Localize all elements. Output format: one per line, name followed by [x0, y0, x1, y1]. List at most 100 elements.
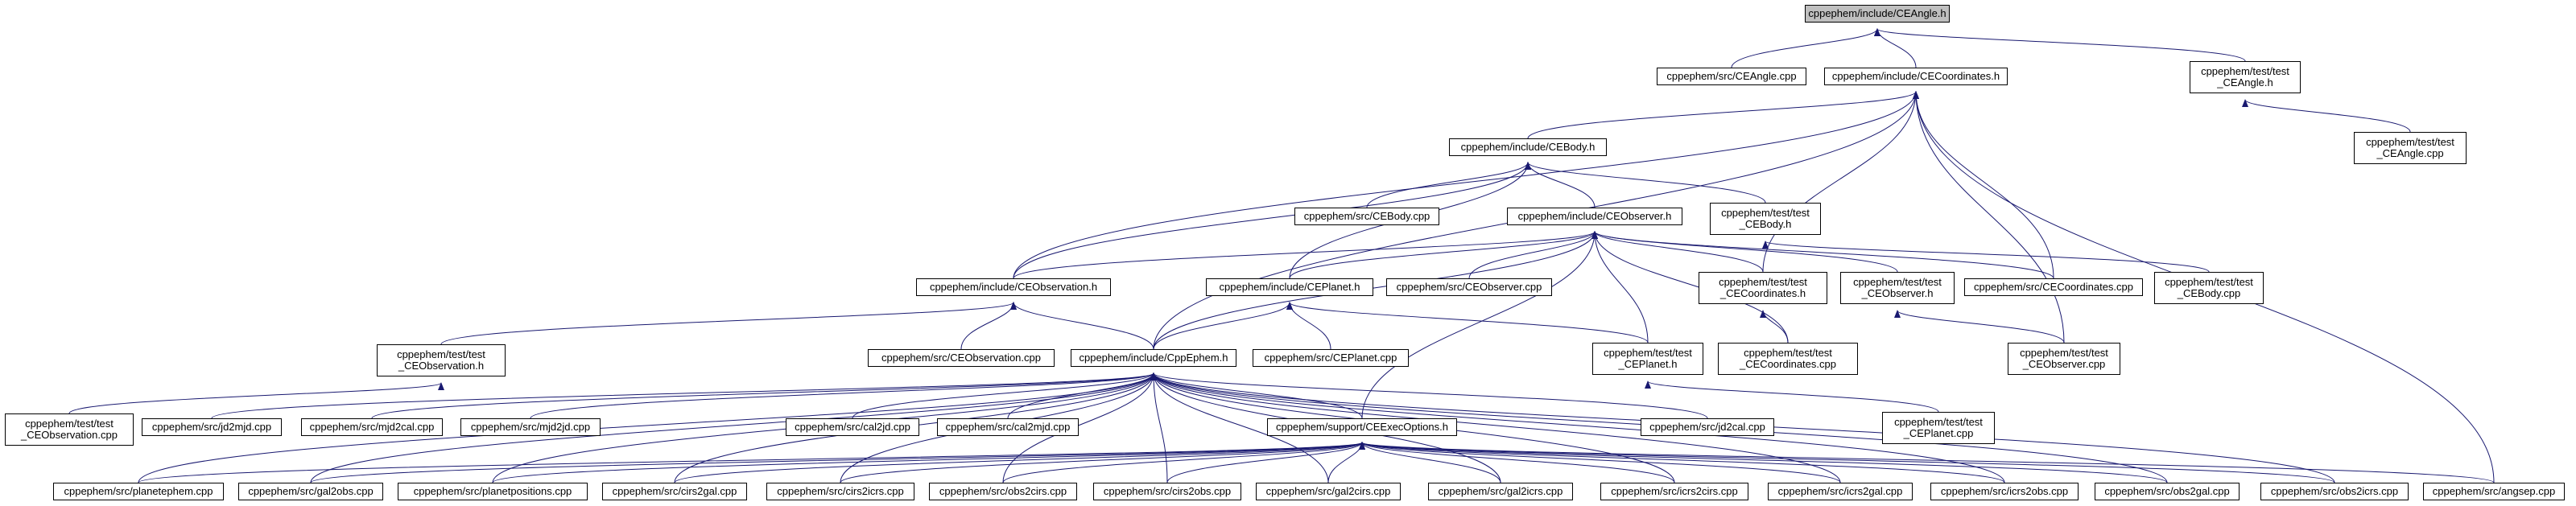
edge-n_test_ceobservation_h-to-n_test_ceobservation_cpp — [68, 382, 444, 414]
node-obs2cirs-cpp[interactable]: cppephem/src/obs2cirs.cpp — [929, 483, 1077, 500]
edge-n_ceexec_h-to-n_gal2icrs — [1359, 442, 1501, 483]
node-cebody-cpp[interactable]: cppephem/src/CEBody.cpp — [1294, 208, 1439, 225]
node-gal2cirs-cpp[interactable]: cppephem/src/gal2cirs.cpp — [1256, 483, 1401, 500]
node-ceobservation-h[interactable]: cppephem/include/CEObservation.h — [916, 278, 1111, 296]
edge-n_ceobserver_h-to-n_ceexec_h — [1361, 231, 1598, 419]
edge-n_cecoord_h-to-n_cebody_h — [1527, 91, 1919, 139]
edge-n_cecoord_h-to-n_cecoord_cpp — [1913, 91, 2054, 279]
node-icrs2gal-cpp[interactable]: cppephem/src/icrs2gal.cpp — [1768, 483, 1913, 500]
edge-n_cppephem_h-to-n_icrs2gal — [1150, 372, 1841, 483]
node-ceangle-h[interactable]: cppephem/include/CEAngle.h — [1805, 5, 1950, 23]
node-test-ceobserver-cpp[interactable]: cppephem/test/test _CEObserver.cpp — [2008, 343, 2120, 375]
edge-n_test_cebody_h-to-n_test_cebody_cpp — [1762, 241, 2210, 273]
node-cirs2icrs-cpp[interactable]: cppephem/src/cirs2icrs.cpp — [766, 483, 914, 500]
edge-n_ceexec_h-to-n_gal2obs — [310, 442, 1365, 483]
node-cirs2gal-cpp[interactable]: cppephem/src/cirs2gal.cpp — [602, 483, 747, 500]
node-test-ceangle-cpp[interactable]: cppephem/test/test _CEAngle.cpp — [2354, 132, 2467, 164]
node-mjd2cal-cpp[interactable]: cppephem/src/mjd2cal.cpp — [301, 418, 443, 436]
edge-n_ceobserver_h-to-n_test_ceplanet_h — [1591, 231, 1649, 344]
node-obs2gal-cpp[interactable]: cppephem/src/obs2gal.cpp — [2095, 483, 2240, 500]
node-ceplanet-h[interactable]: cppephem/include/CEPlanet.h — [1206, 278, 1373, 296]
edge-n_cppephem_h-to-n_jd2mjd — [211, 372, 1157, 419]
node-test-cebody-h[interactable]: cppephem/test/test _CEBody.h — [1710, 203, 1821, 235]
node-jd2mjd-cpp[interactable]: cppephem/src/jd2mjd.cpp — [142, 418, 282, 436]
edge-n_ceobserver_h-to-n_ceobserver_cpp — [1468, 231, 1598, 279]
edge-n_ceobserver_h-to-n_cppephem_h — [1153, 231, 1598, 350]
node-gal2obs-cpp[interactable]: cppephem/src/gal2obs.cpp — [238, 483, 383, 500]
edge-n_ceexec_h-to-n_obs2gal — [1359, 442, 2168, 483]
node-test-cebody-cpp[interactable]: cppephem/test/test _CEBody.cpp — [2154, 272, 2264, 304]
node-cirs2obs-cpp[interactable]: cppephem/src/cirs2obs.cpp — [1093, 483, 1241, 500]
node-mjd2jd-cpp[interactable]: cppephem/src/mjd2jd.cpp — [460, 418, 601, 436]
edge-n_ceexec_h-to-n_obs2cirs — [1002, 442, 1365, 483]
edge-n_ceexec_h-to-n_planetephem — [138, 442, 1365, 483]
node-cebody-h[interactable]: cppephem/include/CEBody.h — [1449, 138, 1607, 156]
node-test-ceplanet-cpp[interactable]: cppephem/test/test _CEPlanet.cpp — [1882, 412, 1995, 444]
edge-n_ceobservation_h-to-n_cppephem_h — [1010, 302, 1154, 350]
edge-n_cppephem_h-to-n_icrs2obs — [1150, 372, 2005, 483]
node-cecoordinates-h[interactable]: cppephem/include/CECoordinates.h — [1824, 68, 2008, 85]
edge-n_ceexec_h-to-n_icrs2gal — [1359, 442, 1841, 483]
edge-n_ceobserver_h-to-n_ceobservation_h — [1013, 231, 1598, 279]
node-test-ceplanet-h[interactable]: cppephem/test/test _CEPlanet.h — [1592, 343, 1703, 375]
node-test-ceobservation-h[interactable]: cppephem/test/test _CEObservation.h — [377, 344, 506, 376]
node-planetpositions-cpp[interactable]: cppephem/src/planetpositions.cpp — [398, 483, 588, 500]
node-angsep-cpp[interactable]: cppephem/src/angsep.cpp — [2423, 483, 2565, 500]
node-test-ceangle-h[interactable]: cppephem/test/test _CEAngle.h — [2190, 61, 2301, 93]
node-ceobserver-cpp[interactable]: cppephem/src/CEObserver.cpp — [1386, 278, 1552, 296]
edge-n_ceobserver_h-to-n_test_cecoord_h — [1591, 231, 1764, 273]
edge-n_ceexec_h-to-n_cirs2obs — [1166, 442, 1365, 483]
edge-n_cppephem_h-to-n_jd2cal — [1150, 372, 1708, 419]
edge-n_cppephem_h-to-n_gal2obs — [310, 372, 1157, 483]
edge-n_ceexec_h-to-n_icrs2obs — [1359, 442, 2005, 483]
node-gal2icrs-cpp[interactable]: cppephem/src/gal2icrs.cpp — [1428, 483, 1573, 500]
node-test-cecoordinates-h[interactable]: cppephem/test/test _CECoordinates.h — [1699, 272, 1827, 304]
node-cal2mjd-cpp[interactable]: cppephem/src/cal2mjd.cpp — [937, 418, 1079, 436]
edge-n_test_ceobserver_h-to-n_test_ceobserver_cpp — [1894, 310, 2065, 344]
edge-n_cppephem_h-to-n_mjd2jd — [530, 372, 1157, 419]
node-icrs2cirs-cpp[interactable]: cppephem/src/icrs2cirs.cpp — [1600, 483, 1748, 500]
edge-n_cecoord_h-to-n_ceobservation_h — [1013, 91, 1919, 279]
node-cal2jd-cpp[interactable]: cppephem/src/cal2jd.cpp — [786, 418, 919, 436]
edge-n_ceplanet_h-to-n_cppephem_h — [1153, 302, 1293, 350]
node-test-ceobservation-cpp[interactable]: cppephem/test/test _CEObservation.cpp — [5, 413, 134, 446]
edge-n_cppephem_h-to-n_cirs2obs — [1150, 372, 1168, 483]
edge-n_ceobserver_h-to-n_cecoord_cpp — [1591, 231, 2054, 279]
edge-n_ceexec_h-to-n_icrs2cirs — [1359, 442, 1675, 483]
edge-n_ceangle_h-to-n_test_ceangle_h — [1874, 28, 2246, 62]
edge-n_ceobserver_h-to-n_test_cecoord_cpp — [1591, 231, 1789, 344]
edge-n_test_ceangle_h-to-n_test_ceangle_cpp — [2242, 99, 2411, 133]
edge-n_test_ceplanet_h-to-n_test_ceplanet_cpp — [1645, 381, 1939, 413]
node-cecoordinates-cpp[interactable]: cppephem/src/CECoordinates.cpp — [1964, 278, 2143, 296]
edge-n_cppephem_h-to-n_cal2jd — [852, 372, 1157, 419]
edge-n_ceexec_h-to-n_obs2icrs — [1359, 442, 2335, 483]
edge-n_ceobservation_h-to-n_test_ceobservation_h — [440, 302, 1017, 345]
edge-n_cebody_h-to-n_ceobservation_h — [1013, 162, 1531, 279]
edge-n_ceexec_h-to-n_angsep — [1359, 442, 2495, 483]
edge-n_ceobserver_h-to-n_ceplanet_h — [1289, 231, 1598, 279]
node-ceplanet-cpp[interactable]: cppephem/src/CEPlanet.cpp — [1253, 349, 1409, 367]
node-jd2cal-cpp[interactable]: cppephem/src/jd2cal.cpp — [1641, 418, 1774, 436]
edge-n_ceexec_h-to-n_planetpositions — [492, 442, 1365, 483]
node-ceobservation-cpp[interactable]: cppephem/src/CEObservation.cpp — [868, 349, 1055, 367]
edge-n_cppephem_h-to-n_ceexec_h — [1150, 372, 1363, 419]
edge-n_cecoord_h-to-n_test_ceobserver_cpp — [1913, 91, 2065, 344]
edge-n_ceexec_h-to-n_cirs2icrs — [840, 442, 1365, 483]
node-icrs2obs-cpp[interactable]: cppephem/src/icrs2obs.cpp — [1930, 483, 2079, 500]
node-ceangle-cpp[interactable]: cppephem/src/CEAngle.cpp — [1657, 68, 1806, 85]
edge-n_cppephem_h-to-n_gal2cirs — [1150, 372, 1329, 483]
edge-n_cppephem_h-to-n_planetephem — [138, 372, 1157, 483]
node-test-cecoordinates-cpp[interactable]: cppephem/test/test _CECoordinates.cpp — [1718, 343, 1858, 375]
node-test-ceobserver-h[interactable]: cppephem/test/test _CEObserver.h — [1840, 272, 1955, 304]
edge-n_test_cecoord_h-to-n_test_cecoord_cpp — [1760, 310, 1789, 344]
node-ceexecoptions-h[interactable]: cppephem/support/CEExecOptions.h — [1267, 418, 1457, 436]
edge-n_ceangle_h-to-n_ceangle_cpp — [1731, 28, 1880, 68]
node-obs2icrs-cpp[interactable]: cppephem/src/obs2icrs.cpp — [2260, 483, 2409, 500]
node-ceobserver-h[interactable]: cppephem/include/CEObserver.h — [1507, 208, 1682, 225]
node-cppephem-h[interactable]: cppephem/include/CppEphem.h — [1071, 349, 1236, 367]
edge-n_cebody_h-to-n_test_cebody_h — [1525, 162, 1766, 204]
node-planetephem-cpp[interactable]: cppephem/src/planetephem.cpp — [53, 483, 224, 500]
edge-n_cebody_h-to-n_cebody_cpp — [1366, 162, 1531, 208]
